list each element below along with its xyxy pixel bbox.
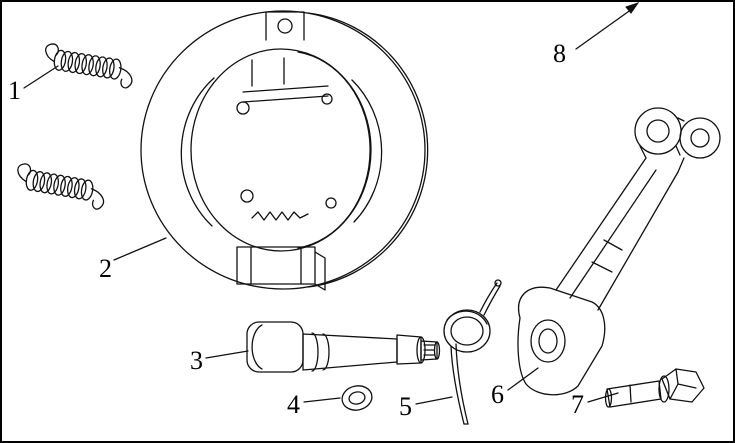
part-label-8: 8 — [553, 39, 566, 68]
reference-arrow — [575, 2, 640, 50]
part-label-5: 5 — [399, 392, 412, 421]
hex-bolt — [604, 368, 705, 408]
brake-arm — [517, 107, 721, 396]
brake-camshaft — [246, 321, 441, 373]
leader-lines — [23, 65, 619, 405]
part-label-1: 1 — [8, 76, 21, 105]
torsion-spring — [443, 279, 502, 425]
part-label-2: 2 — [99, 254, 112, 283]
part-label-4: 4 — [287, 390, 300, 419]
return-spring-upper — [45, 43, 133, 89]
return-spring-lower — [17, 163, 105, 210]
brake-shoe-assembly — [140, 10, 429, 291]
part-label-6: 6 — [491, 380, 504, 409]
o-ring — [341, 385, 373, 411]
part-label-3: 3 — [190, 346, 203, 375]
part-label-7: 7 — [571, 390, 584, 419]
